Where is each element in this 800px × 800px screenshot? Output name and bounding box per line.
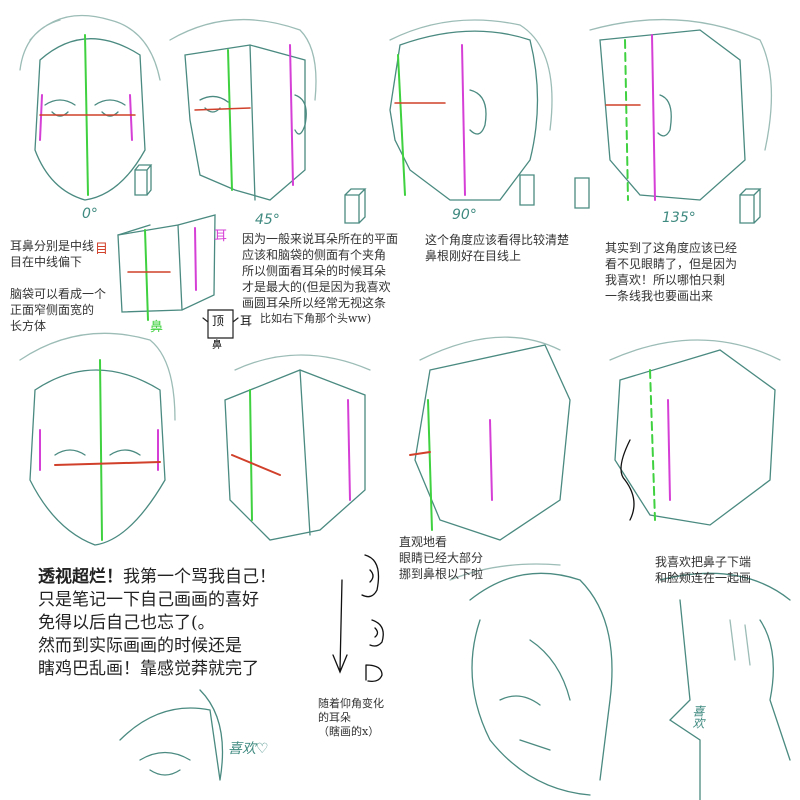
bottom-right-profile-sketch bbox=[659, 572, 791, 800]
top-view-diagram bbox=[202, 309, 239, 339]
eye-label: 目 bbox=[95, 242, 109, 257]
note-line: 耳鼻分别是中线 bbox=[10, 239, 95, 253]
note-line: 我喜欢！所以哪怕只剩 bbox=[605, 273, 726, 287]
note-nose-cheek: 我喜欢把鼻子下端 和脸颊连在一起画 bbox=[655, 554, 751, 586]
note-line: 瞎鸡巴乱画！靠感觉莽就完了 bbox=[38, 659, 259, 679]
note-line: 然而到实际画画的时候还是 bbox=[38, 636, 242, 656]
head-45deg bbox=[169, 18, 367, 224]
head-90deg-lowangle bbox=[409, 336, 571, 541]
head-front-lowangle bbox=[19, 332, 176, 546]
ear-label: 耳 bbox=[214, 229, 228, 244]
note-line: 目在中线偏下 bbox=[10, 255, 83, 269]
ear-pitch-diagram bbox=[332, 554, 384, 683]
signature-like-vertical: 喜欢 bbox=[691, 705, 705, 729]
head-90deg bbox=[389, 19, 553, 206]
note-line: 才是最大的(但是因为我喜欢 bbox=[242, 280, 391, 294]
note-ear-angle: 因为一般来说耳朵所在的平面 应该和脑袋的侧面有个夹角 所以侧面看耳朵的时候耳朵 … bbox=[242, 231, 398, 327]
angle-label-90: 90° bbox=[452, 207, 477, 223]
head-135deg-lowangle bbox=[609, 339, 781, 526]
note-line: 所以侧面看耳朵的时候耳朵 bbox=[242, 264, 387, 278]
note-line: 这个角度应该看得比较清楚 bbox=[425, 233, 570, 247]
note-line: 免得以后自己也忘了(。 bbox=[38, 613, 215, 633]
note-line: 我喜欢把鼻子下端 bbox=[655, 555, 752, 569]
note-line: 比如右下角那个头ww) bbox=[260, 312, 372, 325]
top-view-nose-label: 鼻 bbox=[212, 340, 222, 351]
note-line: 长方体 bbox=[10, 319, 47, 333]
bottom-left-eye-sketch bbox=[119, 689, 224, 781]
head-45deg-lowangle bbox=[224, 354, 371, 541]
note-line: 应该和脑袋的侧面有个夹角 bbox=[242, 248, 387, 262]
angle-label-135: 135° bbox=[662, 210, 696, 226]
bottom-head-sketch bbox=[449, 563, 613, 796]
top-view-ear-label: 耳 bbox=[240, 314, 253, 328]
note-line: （瞎画的x） bbox=[318, 725, 380, 738]
note-line: 的耳朵 bbox=[318, 711, 351, 724]
top-label: 顶 bbox=[212, 314, 225, 328]
signature-like: 喜欢♡ bbox=[228, 741, 269, 757]
note-line: 我第一个骂我自己！ bbox=[123, 567, 276, 587]
note-profile: 这个角度应该看得比较清楚 鼻根刚好在目线上 bbox=[425, 232, 569, 264]
note-line: 鼻根刚好在目线上 bbox=[425, 249, 522, 263]
note-ear-pitch: 随着仰角变化 的耳朵 （瞎画的x） bbox=[318, 697, 384, 739]
head-135deg bbox=[574, 18, 773, 224]
note-line: 眼睛已经大部分 bbox=[399, 551, 484, 565]
note-line: 挪到鼻根以下啦 bbox=[399, 567, 484, 581]
note-box: 脑袋可以看成一个 正面窄侧面宽的 长方体 bbox=[10, 286, 106, 334]
note-line: 随着仰角变化 bbox=[318, 697, 384, 710]
note-line: 因为一般来说耳朵所在的平面 bbox=[242, 232, 399, 246]
head-front-0deg bbox=[19, 14, 161, 201]
note-line: 和脸颊连在一起画 bbox=[655, 571, 752, 585]
note-line: 画圆耳朵所以经常无视这条 bbox=[242, 296, 387, 310]
note-line: 正面窄侧面宽的 bbox=[10, 303, 95, 317]
note-line: 直观地看 bbox=[399, 535, 448, 549]
note-bold: 透视超烂！ bbox=[38, 567, 123, 587]
note-line: 只是笔记一下自己画画的喜好 bbox=[38, 590, 259, 610]
note-eyes-below: 直观地看 眼睛已经大部分 挪到鼻根以下啦 bbox=[399, 534, 483, 582]
note-back-angle: 其实到了这角度应该已经 看不见眼睛了，但是因为 我喜欢！所以哪怕只剩 一条线我也… bbox=[605, 240, 737, 304]
note-line: 一条线我也要画出来 bbox=[605, 289, 714, 303]
head-box-diagram bbox=[117, 214, 216, 321]
nose-label: 鼻 bbox=[150, 320, 164, 335]
note-line: 看不见眼睛了，但是因为 bbox=[605, 257, 738, 271]
note-main: 透视超烂！我第一个骂我自己！ 只是笔记一下自己画画的喜好 免得以后自己也忘了(。… bbox=[38, 566, 276, 681]
angle-label-45: 45° bbox=[255, 212, 280, 228]
angle-label-0: 0° bbox=[82, 206, 98, 222]
note-line: 脑袋可以看成一个 bbox=[10, 287, 107, 301]
note-midline: 耳鼻分别是中线 目在中线偏下 bbox=[10, 238, 94, 270]
note-line: 其实到了这角度应该已经 bbox=[605, 241, 738, 255]
